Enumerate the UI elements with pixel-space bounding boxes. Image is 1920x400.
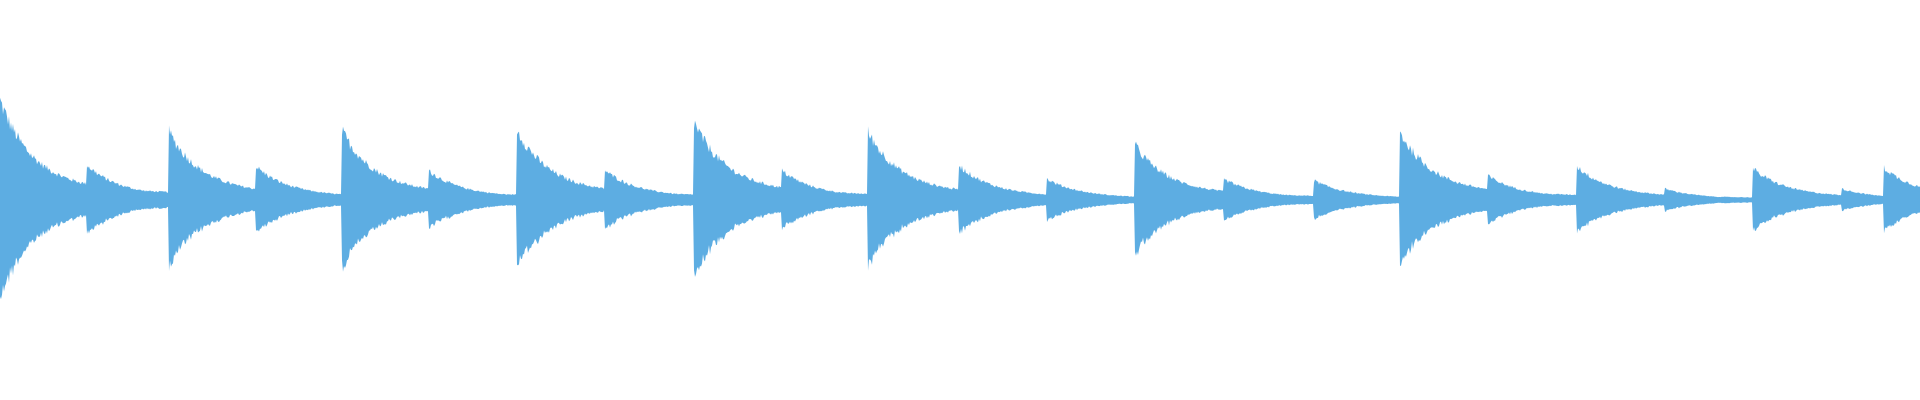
- waveform-shape: [0, 97, 1920, 300]
